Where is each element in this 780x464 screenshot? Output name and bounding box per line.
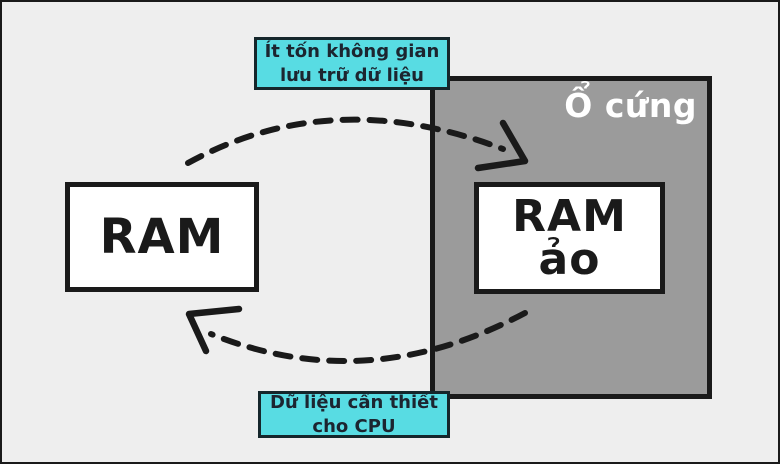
bottom-callout-line2: cho CPU	[312, 415, 396, 437]
virtual-ram-label-line1: RAM	[512, 190, 627, 242]
virtual-ram-label-line2: ảo	[538, 234, 601, 285]
bottom-callout-line1: Dữ liệu cần thiết	[270, 392, 438, 414]
ram-box: RAM	[65, 182, 259, 292]
virtual-ram-box: RAM ảo	[474, 182, 665, 294]
top-callout-line1: Ít tốn không gian	[264, 41, 440, 63]
top-callout: Ít tốn không gian lưu trữ dữ liệu	[254, 37, 450, 90]
ram-label: RAM	[99, 209, 225, 265]
top-callout-line2: lưu trữ dữ liệu	[280, 64, 424, 86]
bottom-arrowhead-icon	[185, 305, 243, 355]
hard-drive-label: Ổ cứng	[564, 86, 697, 125]
bottom-callout: Dữ liệu cần thiết cho CPU	[258, 391, 450, 438]
